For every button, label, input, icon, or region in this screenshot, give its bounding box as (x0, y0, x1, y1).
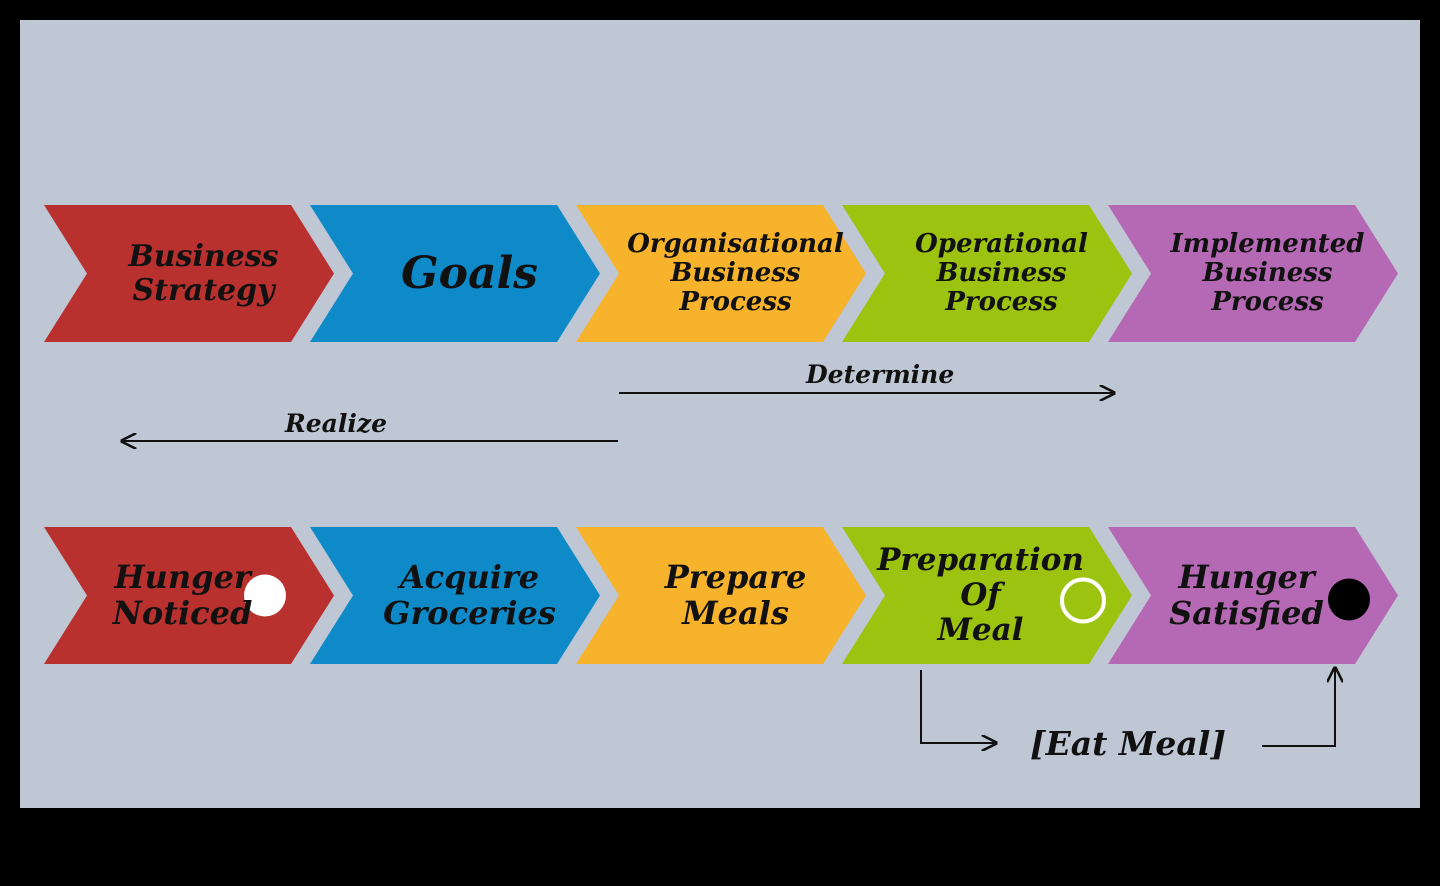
chevron-text-line: Hunger (114, 557, 251, 596)
chevron-text-line: Business (936, 257, 1067, 288)
chevron-text-line: Hunger (1178, 557, 1315, 596)
bottom-row-chevron-4 (842, 527, 1132, 664)
top-row-chevron-2 (310, 205, 600, 342)
determine-label: Determine (806, 360, 955, 389)
end-state-black-circle (1328, 578, 1370, 621)
chevron-text-line: Process (1211, 287, 1324, 318)
bottom-row-chevrons (44, 527, 1398, 664)
start-state-white-circle (244, 574, 286, 617)
top-row-chevron-3 (576, 205, 866, 342)
chevron-text-line: Operational (915, 228, 1088, 259)
bottom-row-chevron-1 (44, 527, 334, 664)
chevron-text-line: Goals (401, 247, 538, 299)
chevron-text-line: Process (679, 287, 792, 318)
top-row-chevron-5 (1108, 205, 1398, 342)
chevron-text-line: Business (1202, 257, 1333, 288)
chevron-text-line: Process (945, 287, 1058, 318)
bottom-row-chevron-5 (1108, 527, 1398, 664)
chevron-text-line: Of (960, 577, 1001, 614)
intermediate-state-ring (1060, 577, 1106, 624)
chevron-text-line: Prepare (664, 557, 807, 596)
state-markers (244, 574, 1370, 624)
eat-meal-end-arrow (1262, 668, 1335, 747)
chevron-text-line: Preparation (877, 542, 1084, 579)
chevron-text-line: Business (128, 238, 279, 274)
top-row-chevrons (44, 205, 1398, 342)
chevron-text-line: Strategy (132, 272, 275, 308)
chevron-text-line: Groceries (383, 593, 556, 632)
eat-meal-label: [Eat Meal] (1030, 724, 1226, 763)
chevron-text-line: Noticed (112, 593, 253, 632)
bottom-row-chevron-3 (576, 527, 866, 664)
chevron-text-line: Acquire (399, 557, 540, 596)
bottom-row-chevron-2 (310, 527, 600, 664)
chevron-text-line: Organisational (627, 228, 844, 259)
diagram-panel (20, 20, 1420, 808)
chevron-text-line: Meal (937, 611, 1024, 648)
chevron-text-line: Implemented (1170, 228, 1365, 259)
chevron-text-line: Business (670, 257, 801, 288)
chevron-text-line: Satisfied (1169, 593, 1324, 632)
realize-label: Realize (285, 409, 387, 438)
top-row-chevron-1 (44, 205, 334, 342)
top-row-chevron-4 (842, 205, 1132, 342)
eat-meal-start-arrow (920, 670, 996, 743)
top-row-chevron-label-2: Goals (349, 205, 590, 342)
chevron-text-line: Meals (682, 593, 789, 632)
